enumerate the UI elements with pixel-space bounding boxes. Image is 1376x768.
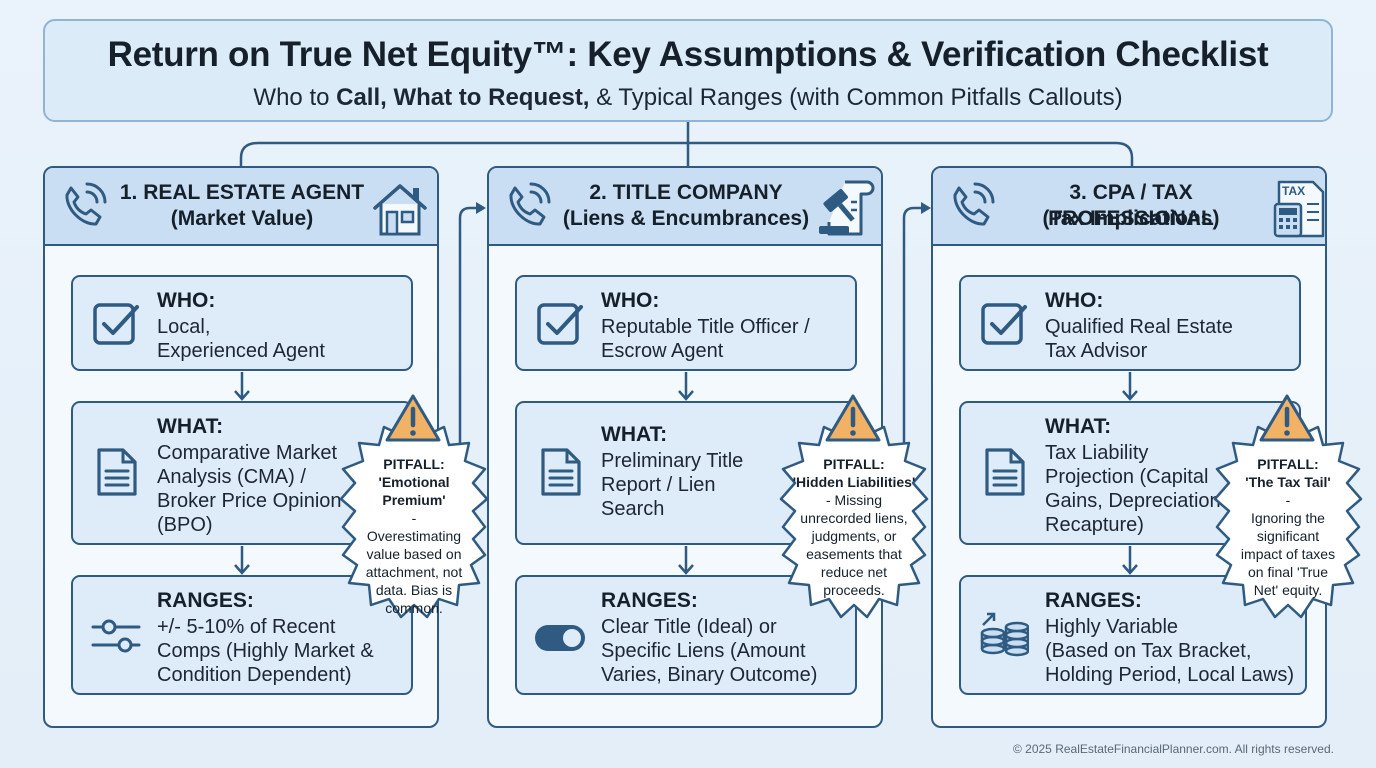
ranges-label: RANGES: (157, 589, 254, 612)
subtitle-part-bold: Call, What to Request, (336, 84, 590, 111)
ranges-label: RANGES: (601, 589, 698, 612)
house-icon (373, 184, 427, 236)
phone-icon (65, 182, 107, 226)
who-box: WHO: Local, Experienced Agent (71, 275, 413, 371)
pitfall-text: PITFALL: 'Emotional Premium' - Overestim… (365, 456, 463, 616)
what-label: WHAT: (1045, 415, 1112, 438)
what-text: Comparative Market Analysis (CMA) / Brok… (157, 442, 342, 536)
checkbox-icon (981, 303, 1027, 345)
column-header: 3. CPA / TAX PROFESSIONAL (Tax Implicati… (933, 168, 1325, 246)
warning-icon (1259, 394, 1315, 442)
column-title: 1. REAL ESTATE AGENT (119, 181, 365, 204)
pitfall-text: PITFALL: 'The Tax Tail' - Ignoring the s… (1240, 456, 1336, 598)
column-title: 3. CPA / TAX PROFESSIONAL (1048, 181, 1214, 230)
who-box: WHO: Qualified Real Estate Tax Advisor (959, 275, 1301, 371)
who-text: Reputable Title Officer / Escrow Agent (601, 316, 810, 362)
subtitle-part-3: & Typical Ranges (with Common Pitfalls C… (589, 84, 1123, 111)
who-label: WHO: (157, 289, 216, 312)
slider-icon (91, 619, 141, 653)
pitfall-text: PITFALL: 'Hidden Liabilities' - Missing … (792, 456, 916, 598)
ranges-text: +/- 5-10% of Recent Comps (Highly Market… (157, 616, 374, 686)
down-arrow-icon (234, 372, 250, 401)
tax-icon-label: TAX (1282, 184, 1306, 198)
page-title: Return on True Net Equity™: Key Assumpti… (107, 35, 1269, 74)
what-text: Preliminary Title Report / Lien Search (601, 450, 744, 520)
column-header: 2. TITLE COMPANY (Liens & Encumbrances) (489, 168, 881, 246)
tax-calculator-icon: TAX (1273, 178, 1325, 240)
ranges-text: Clear Title (Ideal) or Specific Liens (A… (601, 616, 818, 686)
document-icon (541, 448, 581, 496)
down-arrow-icon (678, 546, 694, 575)
who-box: WHO: Reputable Title Officer / Escrow Ag… (515, 275, 857, 371)
coins-growth-icon (980, 612, 1029, 657)
what-box: WHAT: Tax Liability Projection (Capital … (959, 401, 1301, 545)
column-subtitle: (Liens & Encumbrances) (562, 207, 810, 230)
checkbox-icon (93, 303, 139, 345)
column-subtitle: (Tax Implications) (1042, 207, 1220, 230)
phone-icon (953, 182, 995, 226)
phone-icon (509, 182, 551, 226)
copyright-footer: © 2025 RealEstateFinancialPlanner.com. A… (1012, 742, 1334, 756)
who-label: WHO: (1045, 289, 1104, 312)
ranges-text: Highly Variable (Based on Tax Bracket, H… (1045, 616, 1295, 686)
who-text: Qualified Real Estate Tax Advisor (1045, 316, 1233, 362)
document-icon (985, 448, 1025, 496)
warning-icon (385, 394, 441, 442)
down-arrow-icon (1122, 546, 1138, 575)
down-arrow-icon (678, 372, 694, 401)
pitfall-callout-tax-tail: PITFALL: 'The Tax Tail' - Ignoring the s… (1213, 393, 1363, 623)
warning-icon (825, 394, 881, 442)
pitfall-callout-emotional-premium: PITFALL: 'Emotional Premium' - Overestim… (339, 393, 489, 623)
column-header: 1. REAL ESTATE AGENT (Market Value) (45, 168, 437, 246)
who-label: WHO: (601, 289, 660, 312)
page-subtitle: Who to Call, What to Request, & Typical … (45, 84, 1331, 112)
what-label: WHAT: (157, 415, 224, 438)
who-text: Local, Experienced Agent (157, 316, 325, 362)
down-arrow-icon (234, 546, 250, 575)
ranges-label: RANGES: (1045, 589, 1142, 612)
ranges-box: RANGES: Clear Title (Ideal) or Specific … (515, 575, 857, 695)
subtitle-part-1: Who to (253, 84, 337, 111)
header-banner: Return on True Net Equity™: Key Assumpti… (43, 19, 1333, 122)
column-subtitle: (Market Value) (170, 207, 314, 230)
column-title: 2. TITLE COMPANY (589, 181, 783, 204)
starburst-shape (1213, 421, 1363, 619)
what-text: Tax Liability Projection (Capital Gains,… (1045, 442, 1221, 536)
gavel-document-icon (819, 180, 875, 236)
what-label: WHAT: (601, 423, 668, 446)
checkbox-icon (537, 303, 583, 345)
ranges-box: RANGES: +/- 5-10% of Recent Comps (Highl… (71, 575, 413, 695)
toggle-switch-icon (535, 625, 585, 651)
down-arrow-icon (1122, 372, 1138, 401)
pitfall-callout-hidden-liabilities: PITFALL: 'Hidden Liabilities' - Missing … (779, 393, 929, 623)
document-icon (97, 448, 137, 496)
